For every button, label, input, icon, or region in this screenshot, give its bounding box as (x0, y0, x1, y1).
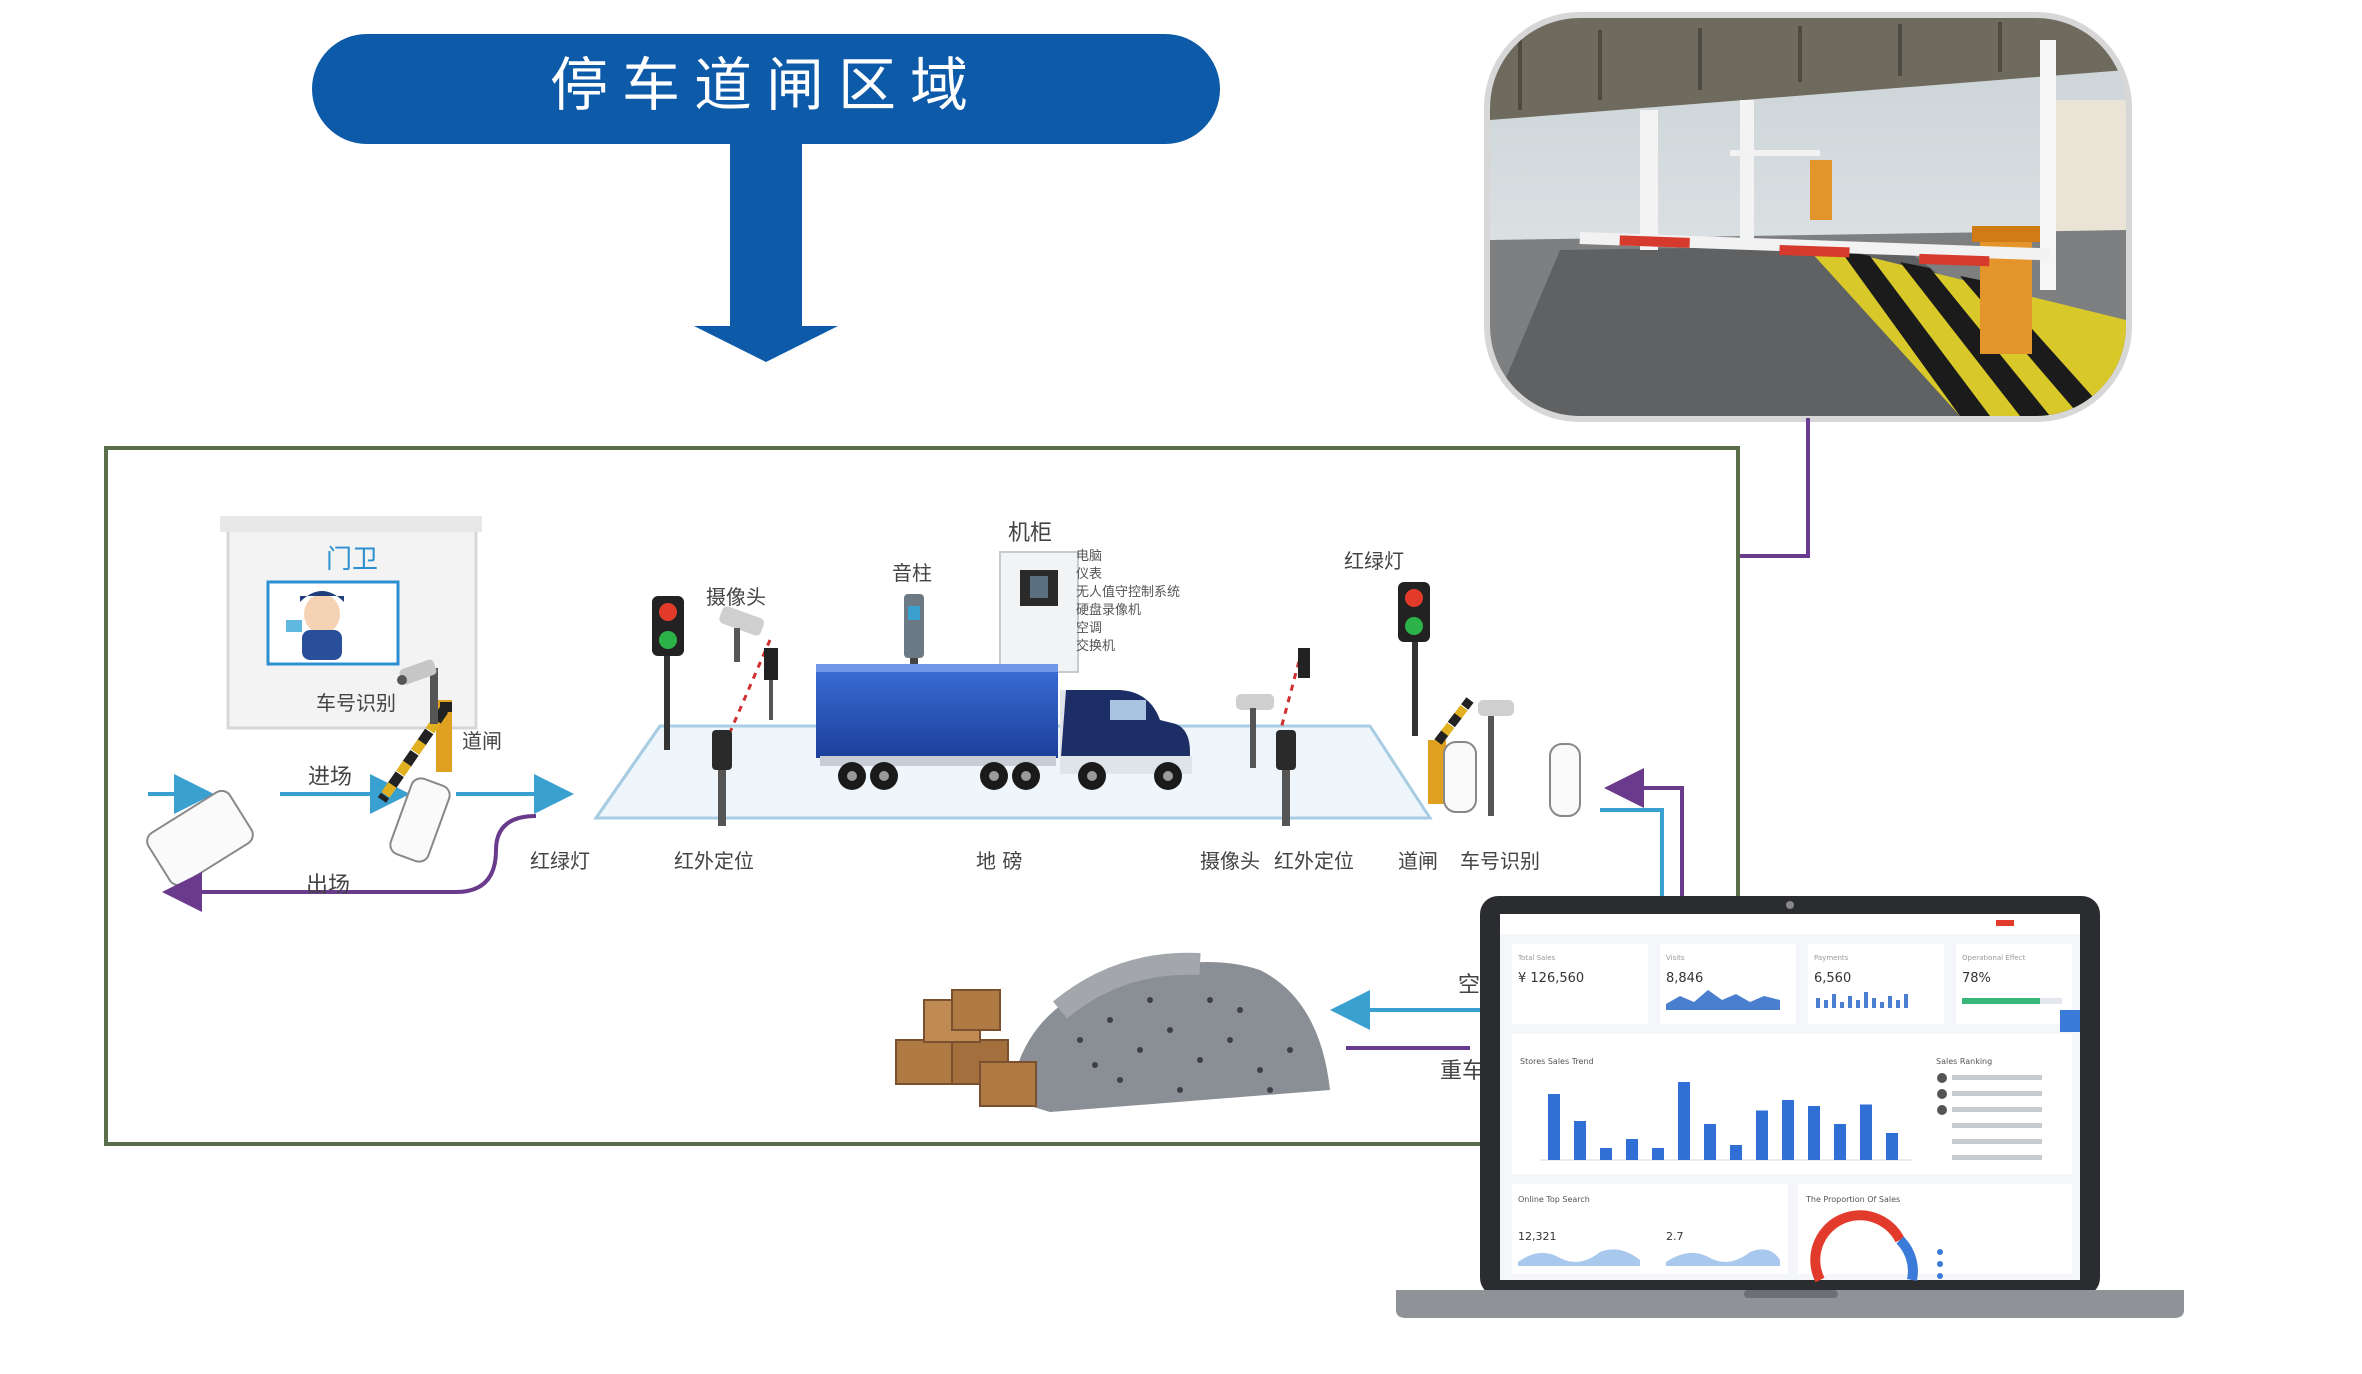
bottom-left-value-2: 2.7 (1666, 1230, 1684, 1243)
traffic-light-right (1398, 582, 1430, 736)
kpi-label: Visits (1666, 954, 1685, 962)
chart-bar (1678, 1082, 1690, 1160)
return-arrow-purple (1604, 768, 1684, 900)
kpi-value: 8,846 (1666, 971, 1703, 986)
kpi-value: ¥ 126,560 (1518, 971, 1584, 986)
plate-recognition-right-label: 车号识别 (1460, 849, 1540, 873)
material-pile (1010, 952, 1330, 1112)
return-line-blue (1600, 808, 1664, 900)
chart-bar (1834, 1124, 1846, 1160)
chart-bar (1574, 1121, 1586, 1160)
kpi-label: Operational Effect (1962, 954, 2026, 962)
guard-icon (286, 591, 344, 660)
kpi-label: Payments (1814, 954, 1849, 962)
camera-right (1236, 648, 1310, 768)
plate-recognition-left-label: 车号识别 (316, 691, 396, 715)
area-title-banner: 停车道闸区域 (312, 34, 1220, 144)
chart-bar (1886, 1133, 1898, 1160)
gate-photo (1484, 12, 2132, 422)
sensor-plate-left-2 (389, 777, 451, 863)
truck-icon (816, 664, 1192, 790)
bottom-left-value-1: 12,321 (1518, 1230, 1557, 1243)
payments-mini-bars (1816, 992, 1908, 1008)
infrared-post-left (712, 730, 732, 826)
svg-text:硬盘录像机: 硬盘录像机 (1076, 602, 1141, 618)
kpi-label: Total Sales (1517, 954, 1556, 962)
chart-bar (1860, 1104, 1872, 1160)
chart-bar (1626, 1139, 1638, 1160)
chart-bar (1730, 1145, 1742, 1160)
exit-label: 出场 (306, 873, 350, 898)
banner-title: 停车道闸区域 (550, 51, 982, 119)
svg-text:交换机: 交换机 (1076, 638, 1115, 654)
camera-bottom-label: 摄像头 (1200, 849, 1260, 873)
kpi-value: 78% (1962, 971, 1991, 986)
sales-bar-chart (1540, 1082, 1912, 1161)
exit-arrow (162, 814, 537, 912)
chart-bar (1782, 1100, 1794, 1160)
chart-bar (1600, 1148, 1612, 1160)
gate-left-label: 道闸 (462, 729, 502, 753)
laptop: Total Sales ¥ 126,560 Visits 8,846 Payme… (1396, 896, 2184, 1318)
cabinet-label: 机柜 (1008, 521, 1052, 546)
traffic-light-bottom-label: 红绿灯 (530, 849, 590, 873)
bottom-right-title: The Proportion Of Sales (1805, 1195, 1900, 1204)
infrared-left-label: 红外定位 (674, 849, 754, 873)
chart-bar (1756, 1110, 1768, 1160)
chart-bar (1652, 1148, 1664, 1160)
guard-booth-label: 门卫 (326, 545, 378, 575)
pole-label: 音柱 (892, 561, 932, 585)
bottom-left-title: Online Top Search (1518, 1195, 1590, 1204)
guard-booth: 门卫 (220, 516, 482, 730)
kpi-cards: Total Sales ¥ 126,560 Visits 8,846 Payme… (1512, 944, 2072, 1024)
sensor-plate-left-1 (146, 789, 254, 887)
svg-text:电脑: 电脑 (1076, 549, 1102, 564)
ranking-list (1937, 1073, 2042, 1160)
svg-text:无人值守控制系统: 无人值守控制系统 (1076, 584, 1180, 600)
camera-icon (397, 659, 437, 685)
ranking-title: Sales Ranking (1936, 1057, 1992, 1066)
infrared-post-right (1276, 730, 1296, 826)
traffic-light-top-label: 红绿灯 (1344, 549, 1404, 573)
left-gate (377, 659, 452, 803)
kpi-value: 6,560 (1814, 971, 1851, 986)
chart-title: Stores Sales Trend (1520, 1057, 1594, 1066)
cabinet-items-list: 电脑 仪表 无人值守控制系统 硬盘录像机 空调 交换机 (1076, 549, 1180, 654)
down-arrow-icon (694, 140, 838, 362)
camera-top-label: 摄像头 (706, 585, 766, 609)
svg-text:仪表: 仪表 (1076, 567, 1102, 582)
bottom-right-label-2: 重车 (1440, 1059, 1484, 1084)
infrared-right-label: 红外定位 (1274, 849, 1354, 873)
bottom-right-label-1: 空 (1458, 973, 1480, 998)
chart-bar (1548, 1094, 1560, 1160)
right-gate (1428, 697, 1581, 817)
enter-label: 进场 (308, 765, 352, 790)
chart-bar (1704, 1124, 1716, 1160)
traffic-light-left (652, 596, 684, 750)
cabinet (999, 551, 1079, 673)
svg-text:空调: 空调 (1076, 621, 1102, 636)
gate-right-label: 道闸 (1398, 849, 1438, 873)
chart-bar (1808, 1106, 1820, 1160)
scale-label: 地 磅 (976, 849, 1022, 873)
boxes-icon (895, 989, 1037, 1107)
